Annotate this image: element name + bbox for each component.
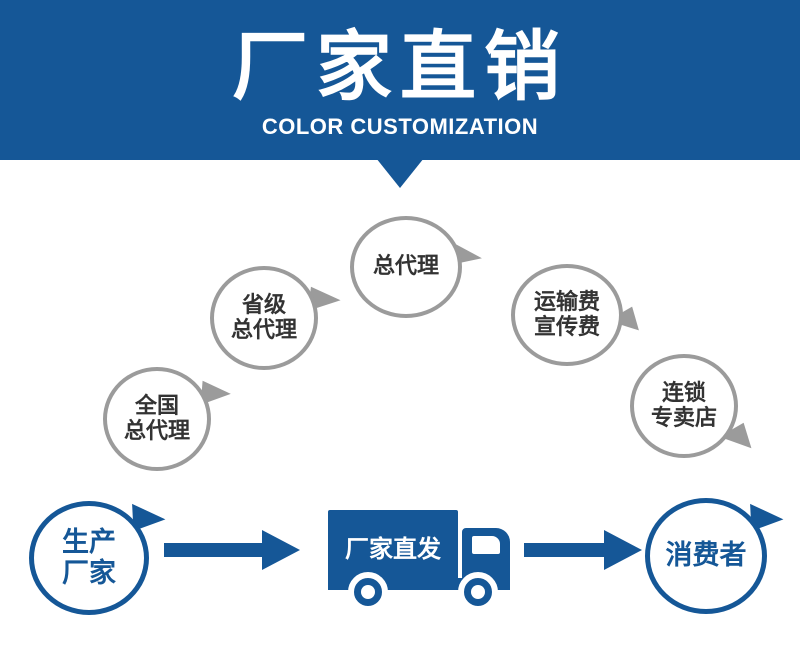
node-label: 消费者 bbox=[665, 540, 747, 572]
node-label: 省级 bbox=[241, 292, 286, 318]
truck-hubcap bbox=[361, 585, 375, 599]
node-label: 总代理 bbox=[123, 419, 190, 444]
node-label: 总代理 bbox=[230, 318, 297, 343]
truck-cargo-box: 厂家直发 bbox=[328, 510, 458, 582]
node-general-agent: 总代理 bbox=[350, 216, 462, 318]
node-label: 厂家 bbox=[62, 558, 116, 589]
node-label: 宣传费 bbox=[533, 315, 600, 340]
node-label: 总代理 bbox=[372, 254, 439, 280]
node-label: 运输费 bbox=[533, 289, 600, 315]
truck-label: 厂家直发 bbox=[345, 534, 441, 563]
node-fees: 运输费 宣传费 bbox=[511, 264, 623, 366]
arrow-right-icon bbox=[604, 530, 642, 570]
page-title: 厂家直销 bbox=[232, 22, 568, 111]
node-chain-store: 连锁 专卖店 bbox=[630, 354, 738, 458]
arrow-shaft bbox=[524, 543, 608, 557]
node-provincial-agent: 省级 总代理 bbox=[210, 266, 318, 370]
header-banner bbox=[0, 0, 800, 160]
node-consumer: 消费者 bbox=[645, 498, 767, 614]
banner-pointer bbox=[376, 158, 424, 188]
truck-hubcap bbox=[471, 585, 485, 599]
node-label: 全国 bbox=[134, 393, 179, 419]
node-label: 生产 bbox=[62, 526, 116, 558]
arrow-shaft bbox=[164, 543, 264, 557]
node-national-agent: 全国 总代理 bbox=[103, 367, 211, 471]
node-label: 专卖店 bbox=[650, 406, 717, 431]
node-label: 连锁 bbox=[661, 380, 706, 406]
page-subtitle: COLOR CUSTOMIZATION bbox=[261, 114, 539, 139]
node-manufacturer: 生产 厂家 bbox=[29, 501, 149, 615]
arrow-right-icon bbox=[262, 530, 300, 570]
truck-window bbox=[472, 536, 500, 554]
